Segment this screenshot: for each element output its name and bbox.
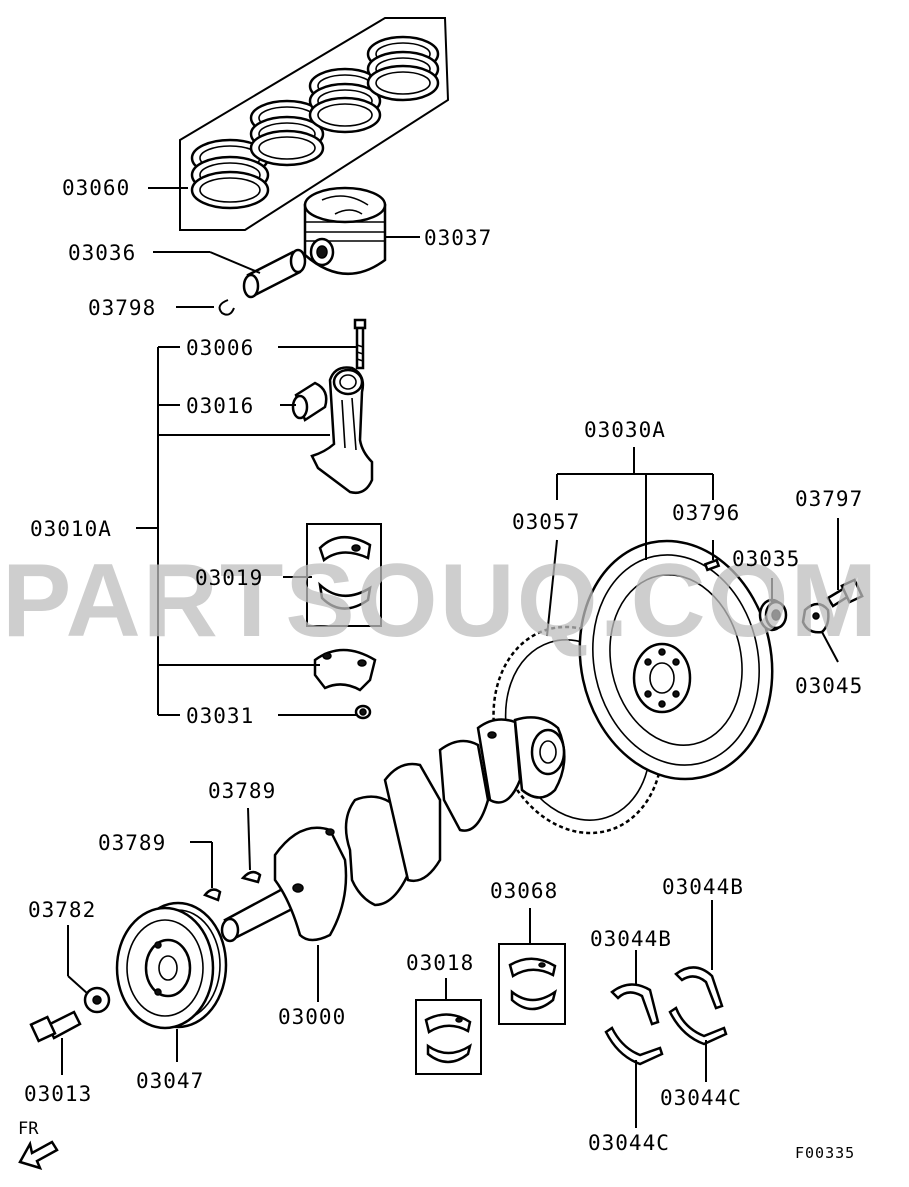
label-main-bearing-upper[interactable]: 03068 [490, 879, 558, 903]
label-piston-pin[interactable]: 03036 [68, 241, 136, 265]
label-rod-bolt[interactable]: 03006 [186, 336, 254, 360]
woodruff-key-b[interactable] [240, 870, 262, 884]
label-main-bearing-lower[interactable]: 03018 [406, 951, 474, 975]
rod-bearing[interactable] [306, 523, 382, 627]
pulley-washer[interactable] [83, 986, 111, 1014]
ring-group-3 [308, 67, 382, 134]
rod-cap[interactable] [313, 648, 377, 692]
woodruff-key-a[interactable] [202, 888, 222, 902]
label-rod-nut[interactable]: 03031 [186, 704, 254, 728]
label-thrust-washer-b-2[interactable]: 03044B [662, 875, 744, 899]
piston-ring-set[interactable] [179, 17, 450, 231]
label-pulley-washer[interactable]: 03782 [28, 898, 96, 922]
direction-label: FR [18, 1119, 39, 1139]
label-piston-rings[interactable]: 03060 [62, 176, 130, 200]
label-crankshaft[interactable]: 03000 [278, 1005, 346, 1029]
connecting-rod[interactable] [310, 366, 374, 494]
label-flywheel-assembly[interactable]: 03030A [584, 418, 666, 442]
ring-group-1 [190, 138, 270, 210]
rod-bushing[interactable] [291, 381, 328, 422]
label-pilot-bearing[interactable]: 03035 [732, 547, 800, 571]
label-thrust-washer-b-1[interactable]: 03044B [590, 927, 672, 951]
label-rod-bearing[interactable]: 03019 [195, 566, 263, 590]
label-crank-pulley[interactable]: 03047 [136, 1069, 204, 1093]
flywheel-bolt[interactable] [826, 578, 864, 608]
front-direction-arrow [18, 1140, 59, 1170]
rod-bolt[interactable] [353, 318, 367, 370]
thrust-washer-b-2[interactable] [674, 966, 724, 1010]
rod-nut[interactable] [354, 704, 372, 720]
label-ring-gear[interactable]: 03057 [512, 510, 580, 534]
pulley-bolt[interactable] [29, 1010, 82, 1043]
plate[interactable] [801, 602, 830, 634]
piston-pin[interactable] [242, 248, 307, 299]
label-flywheel-pin[interactable]: 03796 [672, 501, 740, 525]
label-thrust-washer-c-1[interactable]: 03044C [588, 1131, 670, 1155]
thrust-washer-c-1[interactable] [604, 1026, 664, 1066]
thrust-washer-c-2[interactable] [668, 1006, 728, 1046]
watermark: PARTSOUQ.COM [2, 543, 879, 659]
label-rod-assembly[interactable]: 03010A [30, 517, 112, 541]
crankshaft[interactable] [220, 716, 566, 943]
ring-group-4 [366, 35, 440, 102]
label-woodruff-key-a[interactable]: 03789 [98, 831, 166, 855]
main-bearing-lower[interactable] [415, 999, 482, 1075]
figure-code: F00335 [795, 1144, 855, 1162]
rod-assembly-bracket [136, 346, 330, 716]
label-pin-clip[interactable]: 03798 [88, 296, 156, 320]
part-labels: 03060 03036 03037 03798 03006 03016 0301… [18, 176, 863, 1162]
flywheel-pin[interactable] [703, 558, 721, 572]
main-bearing-upper[interactable] [498, 943, 566, 1025]
label-plate[interactable]: 03045 [795, 674, 863, 698]
label-piston[interactable]: 03037 [424, 226, 492, 250]
flywheel-assembly-bracket [556, 447, 714, 560]
piston[interactable] [303, 186, 387, 275]
label-pulley-bolt[interactable]: 03013 [24, 1082, 92, 1106]
pin-clip[interactable] [218, 299, 235, 316]
label-rod-bushing[interactable]: 03016 [186, 394, 254, 418]
label-woodruff-key-b[interactable]: 03789 [208, 779, 276, 803]
leader-lines [61, 187, 839, 1128]
label-flywheel-bolt[interactable]: 03797 [795, 487, 863, 511]
thrust-washer-b-1[interactable] [610, 983, 660, 1026]
flywheel[interactable] [558, 523, 794, 797]
crank-pulley[interactable] [115, 901, 228, 1030]
label-thrust-washer-c-2[interactable]: 03044C [660, 1086, 742, 1110]
